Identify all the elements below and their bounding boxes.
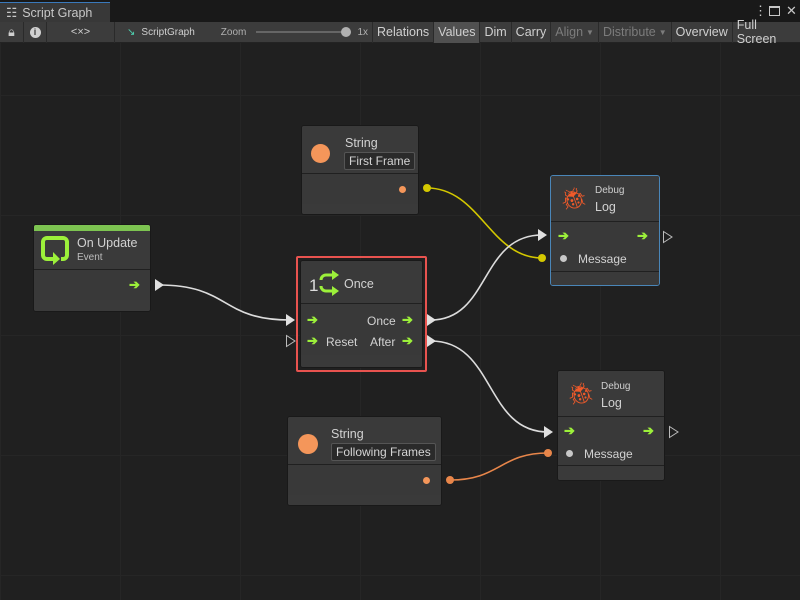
script-graph-icon: ↘	[127, 26, 136, 38]
kebab-icon[interactable]: ⋮	[754, 3, 767, 18]
caret-down-icon: ▼	[586, 27, 594, 37]
align-dropdown[interactable]: Align▼	[551, 21, 599, 43]
update-loop-icon	[41, 236, 69, 265]
toolbar: 🔒︎ i <×> ↘ ScriptGraph Zoom 1x Relations…	[0, 18, 800, 46]
node-title: On Update	[77, 236, 138, 250]
distribute-label: Distribute	[602, 25, 656, 39]
node-title: Log	[601, 396, 622, 410]
lock-icon: 🔒︎	[8, 24, 15, 39]
tab-bar: ☷ Script Graph ⋮ ✕	[0, 0, 800, 22]
dim-button[interactable]: Dim	[480, 21, 512, 43]
output-dot	[423, 477, 430, 484]
flow-out-arrow-icon: ➔	[402, 312, 413, 327]
string-node-first-frame[interactable]: String First Frame	[301, 125, 419, 215]
zoom-slider[interactable]	[256, 27, 352, 37]
bug-icon: 🐞︎	[567, 381, 595, 406]
node-title: Once	[344, 277, 374, 291]
message-dot	[566, 450, 573, 457]
relations-button[interactable]: Relations	[372, 21, 435, 43]
debug-log-node-2[interactable]: 🐞︎ Debug Log ➔ ➔ Message	[557, 370, 665, 481]
selection-outline	[296, 256, 427, 372]
output-dot	[399, 186, 406, 193]
overview-button[interactable]: Overview	[672, 21, 733, 43]
zoom-label: Zoom	[220, 26, 247, 38]
flow-out-arrow-icon: ➔	[637, 228, 648, 243]
once-node[interactable]: 1 Once ➔ Once ➔ ➔ Reset After ➔	[300, 260, 423, 368]
bug-icon: 🐞︎	[560, 186, 588, 211]
zoom-value: 1x	[357, 26, 369, 38]
flow-arrow-icon: ➔	[129, 277, 140, 292]
tab-title: Script Graph	[22, 5, 93, 20]
flow-in-arrow-icon: ➔	[558, 228, 569, 243]
close-icon[interactable]: ✕	[786, 3, 797, 18]
align-label: Align	[555, 25, 584, 39]
distribute-dropdown[interactable]: Distribute▼	[599, 21, 672, 43]
embed-button[interactable]: <×>	[47, 21, 116, 43]
tab-script-graph[interactable]: ☷ Script Graph	[0, 2, 110, 22]
flow-out-arrow-icon: ➔	[402, 333, 413, 348]
hierarchy-icon: ☷	[6, 6, 18, 20]
flow-in-arrow-icon: ➔	[564, 423, 575, 438]
string-value-field[interactable]: Following Frames	[331, 443, 436, 461]
in-reset-label: Reset	[326, 335, 358, 349]
message-dot	[560, 255, 567, 262]
string-color-icon	[298, 434, 318, 454]
maximize-icon[interactable]	[769, 6, 780, 16]
carry-button[interactable]: Carry	[512, 21, 552, 43]
node-category: Debug	[601, 381, 631, 392]
once-count: 1	[309, 276, 319, 295]
out-once-label: Once	[367, 314, 396, 328]
info-button[interactable]: i	[24, 21, 48, 43]
out-after-label: After	[370, 335, 396, 349]
full-screen-button[interactable]: Full Screen	[736, 18, 777, 46]
values-button[interactable]: Values	[434, 21, 481, 43]
string-color-icon	[311, 144, 330, 163]
lock-button[interactable]: 🔒︎	[0, 21, 24, 43]
event-accent-bar	[34, 225, 150, 231]
zoom-slider-track	[256, 31, 352, 33]
info-icon: i	[29, 26, 41, 38]
caret-down-icon: ▼	[658, 27, 667, 37]
graph-breadcrumb: ↘ ScriptGraph Zoom 1x	[115, 22, 372, 43]
node-title: String	[331, 427, 364, 441]
node-category: Debug	[595, 185, 625, 196]
debug-log-node-1[interactable]: 🐞︎ Debug Log ➔ ➔ Message	[550, 175, 660, 286]
flow-in-arrow-icon: ➔	[307, 312, 318, 327]
node-subtitle: Event	[77, 252, 103, 263]
message-label: Message	[584, 447, 633, 461]
string-node-following-frames[interactable]: String Following Frames	[287, 416, 442, 506]
once-cycle-icon	[319, 270, 339, 296]
string-value-field[interactable]: First Frame	[344, 152, 416, 170]
zoom-slider-handle[interactable]	[341, 27, 352, 37]
node-title: String	[345, 136, 378, 150]
node-title: Log	[595, 200, 616, 214]
flow-out-arrow-icon: ➔	[643, 423, 654, 438]
graph-name[interactable]: ScriptGraph	[141, 26, 195, 38]
message-label: Message	[578, 252, 627, 266]
flow-in-arrow-icon: ➔	[307, 333, 318, 348]
on-update-node[interactable]: On Update Event ➔	[33, 224, 151, 312]
